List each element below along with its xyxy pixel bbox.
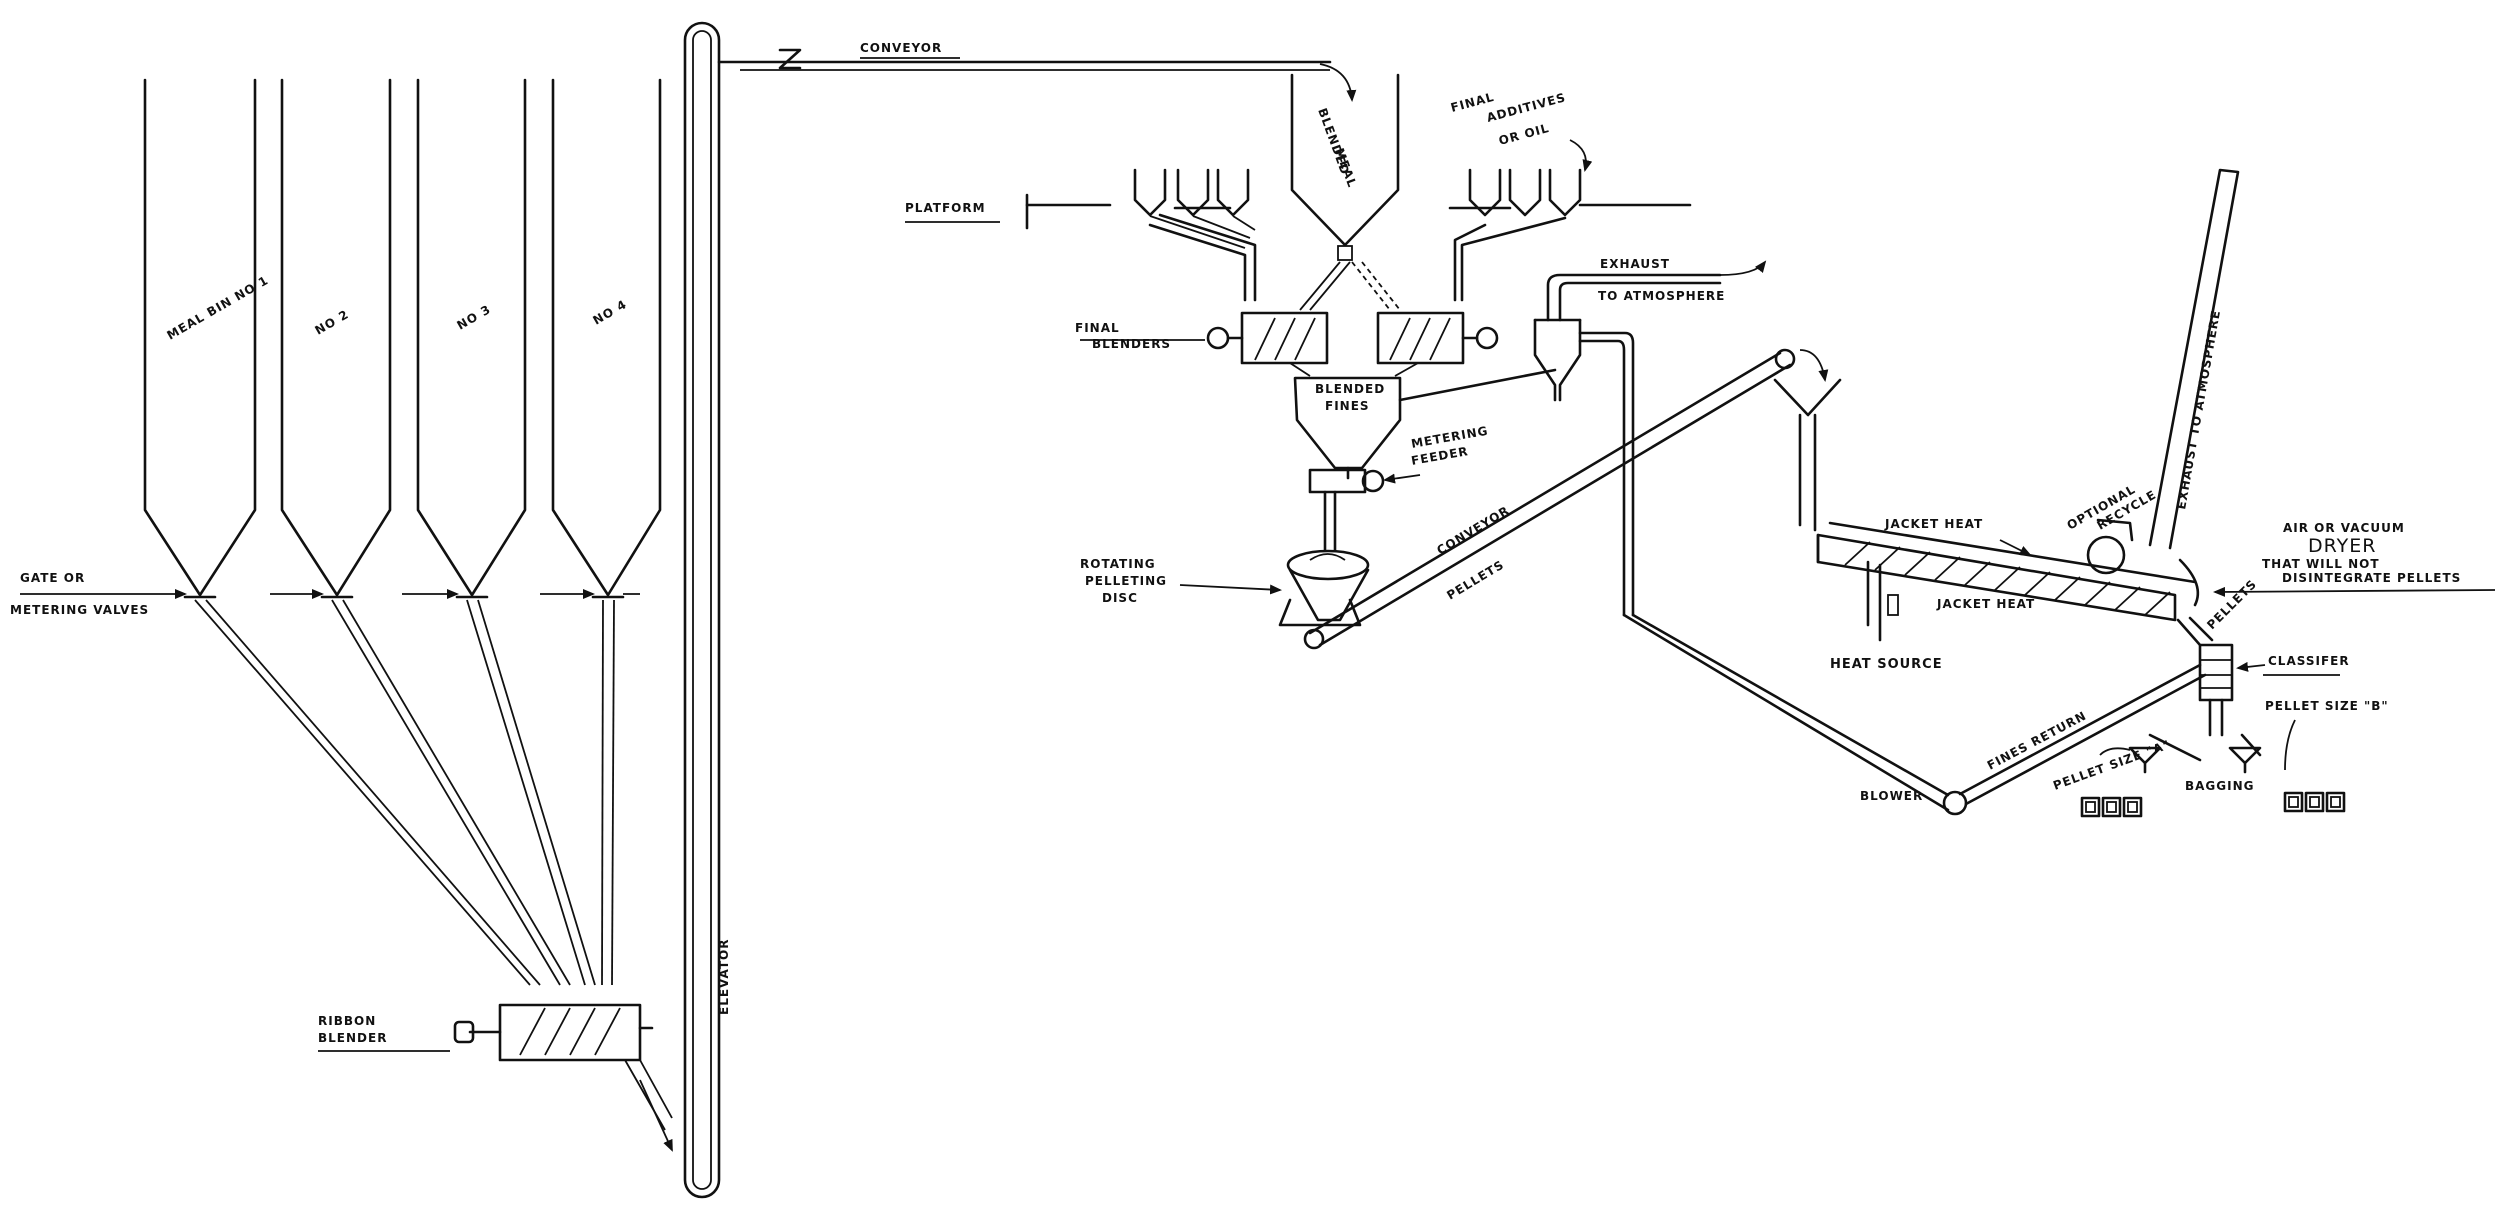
elevator-label: ELEVATOR bbox=[717, 939, 731, 1016]
meal-bin-2 bbox=[280, 78, 392, 599]
pelleting-disc-line1: ROTATING bbox=[1080, 557, 1156, 571]
dryer-line1: AIR OR VACUUM bbox=[2283, 521, 2405, 535]
rotating-pelleting-disc bbox=[1278, 549, 1370, 627]
pellet-size-b-label: PELLET SIZE "B" bbox=[2265, 699, 2389, 713]
pelleting-disc-line3: DISC bbox=[1102, 591, 1138, 605]
bin2-label: NO 2 bbox=[313, 307, 352, 338]
exhaust-stack bbox=[2148, 168, 2240, 607]
final-blender-left bbox=[1206, 311, 1329, 365]
meal-bin-1 bbox=[143, 78, 257, 599]
fines-return-label: FINES RETURN bbox=[1985, 708, 2089, 772]
ribbon-blender bbox=[453, 1003, 654, 1062]
fines-return-line bbox=[1622, 613, 2207, 816]
top-conveyor bbox=[717, 48, 1332, 71]
heat-source bbox=[1866, 560, 1899, 642]
cyclone-separator bbox=[1398, 273, 1722, 617]
optional-recycle bbox=[2086, 518, 2134, 575]
final-additives-line2: ADDITIVES bbox=[1485, 90, 1567, 125]
platform bbox=[1025, 193, 1692, 230]
additive-funnels-left bbox=[1133, 168, 1257, 302]
conveyor-top-label: CONVEYOR bbox=[860, 41, 942, 55]
blower-label: BLOWER bbox=[1860, 789, 1923, 803]
dryer-feed-hopper bbox=[1773, 378, 1842, 532]
pellet-size-a-label: PELLET SIZE "A" bbox=[2051, 737, 2172, 793]
bucket-elevator bbox=[683, 21, 721, 1199]
bin-feed-lines bbox=[194, 599, 615, 986]
exhaust-line1: EXHAUST bbox=[1600, 257, 1670, 271]
pellet-conveyor bbox=[1303, 348, 1796, 650]
final-additives-line3: OR OIL bbox=[1497, 121, 1551, 148]
bin3-label: NO 3 bbox=[455, 302, 494, 333]
pellets-label: PELLETS bbox=[2204, 577, 2259, 632]
final-blender-right bbox=[1376, 311, 1499, 365]
classifier-label: CLASSIFER bbox=[2268, 654, 2350, 668]
meal-bin-4 bbox=[551, 78, 662, 599]
heat-source-label: HEAT SOURCE bbox=[1830, 657, 1943, 672]
screw-dryer bbox=[1816, 521, 2197, 622]
platform-label: PLATFORM bbox=[905, 201, 986, 215]
final-blenders-line1: FINAL bbox=[1075, 321, 1120, 335]
jacket-heat-top-label: JACKET HEAT bbox=[1884, 517, 1983, 531]
gate-valves-line2: METERING VALVES bbox=[10, 603, 149, 617]
additive-funnels-right bbox=[1453, 168, 1582, 302]
gate-valves-label: GATE OR METERING VALVES bbox=[10, 571, 187, 617]
bagging-label: BAGGING bbox=[2185, 779, 2255, 793]
blended-fines-line2: FINES bbox=[1325, 399, 1370, 413]
metering-feeder bbox=[1308, 468, 1385, 552]
blended-meal-hopper bbox=[1290, 73, 1400, 261]
jacket-heat-bottom-label: JACKET HEAT bbox=[1936, 597, 2035, 611]
conveyor-pellets-line1: CONVEYOR bbox=[1434, 503, 1512, 557]
pelleting-disc-line2: PELLETING bbox=[1085, 574, 1167, 588]
bags-size-b bbox=[2283, 791, 2346, 813]
ribbon-blender-line1: RIBBON bbox=[318, 1014, 376, 1028]
dryer-line3: THAT WILL NOT bbox=[2262, 557, 2380, 571]
ribbon-blender-line2: BLENDER bbox=[318, 1031, 387, 1045]
bagging-funnels bbox=[2128, 733, 2262, 774]
meal-bin-3 bbox=[416, 78, 527, 599]
gate-valves-line1: GATE OR bbox=[20, 571, 85, 585]
dryer-line4: DISINTEGRATE PELLETS bbox=[2282, 571, 2461, 585]
dryer-line2: DRYER bbox=[2308, 535, 2376, 557]
bin4-label: NO 4 bbox=[591, 297, 630, 328]
exhaust-stack-label: EXHAUST TO ATMOSPHERE bbox=[2174, 309, 2223, 511]
bags-size-a bbox=[2080, 796, 2143, 818]
exhaust-line2: TO ATMOSPHERE bbox=[1598, 289, 1725, 303]
classifier bbox=[2176, 616, 2234, 737]
blended-fines-line1: BLENDED bbox=[1315, 382, 1385, 396]
